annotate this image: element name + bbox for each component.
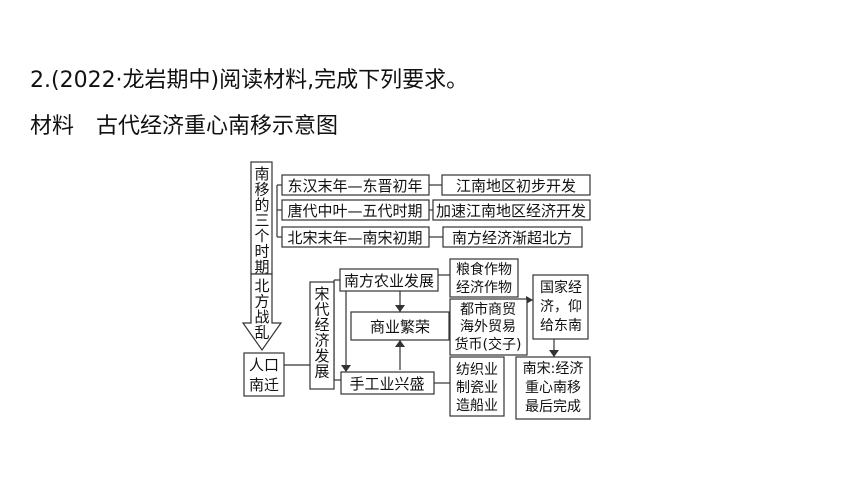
material-label: 材料 — [30, 114, 75, 139]
southern-song-line-3: 最后完成 — [525, 399, 581, 415]
southern-song-box — [515, 356, 591, 420]
state-economy-line-1: 国家经 — [540, 279, 582, 296]
period-box-3 — [281, 226, 430, 248]
result-box-1 — [441, 174, 591, 196]
period-label-1: 东汉末年—东晋初年 — [287, 177, 422, 195]
commerce-detail-1: 都市商贸 — [460, 301, 516, 318]
song-economy-label: 宋代经济发展 — [314, 285, 329, 381]
population-line-2: 南迁 — [249, 376, 279, 394]
result-box-3 — [442, 226, 583, 248]
northern-war-label: 北方战乱 — [254, 277, 269, 342]
population-line-1: 人口 — [249, 356, 279, 374]
southern-song-line-2: 重心南移 — [525, 380, 581, 396]
commerce-detail-box — [449, 298, 528, 356]
agriculture-label: 南方农业发展 — [344, 272, 434, 290]
song-economy-box — [309, 281, 335, 390]
state-economy-box — [532, 274, 589, 340]
commerce-box — [350, 311, 450, 341]
period-box-1 — [281, 174, 430, 196]
handicraft-box — [340, 371, 435, 395]
result-box-2 — [432, 199, 591, 221]
agriculture-detail-2: 经济作物 — [456, 280, 512, 296]
handicraft-label: 手工业兴盛 — [349, 375, 424, 393]
agriculture-detail-1: 粮食作物 — [456, 261, 512, 278]
result-label-3: 南方经济渐超北方 — [452, 229, 572, 247]
material-heading: 材料古代经济重心南移示意图 — [30, 116, 338, 138]
handicraft-detail-box — [449, 356, 505, 417]
period-label-2: 唐代中叶—五代时期 — [287, 202, 422, 220]
commerce-detail-2: 海外贸易 — [460, 319, 516, 335]
period-box-2 — [281, 199, 430, 221]
state-economy-line-2: 济，仰 — [540, 299, 582, 315]
result-label-2: 加速江南地区经济开发 — [436, 202, 586, 220]
handicraft-detail-3: 造船业 — [456, 398, 498, 414]
question-stem: 2.(2022·龙岩期中)阅读材料,完成下列要求。 — [30, 68, 469, 93]
three-periods-label: 南移的三个时期 — [254, 165, 269, 276]
southern-song-line-1: 南宋:经济 — [523, 361, 584, 377]
handicraft-detail-2: 制瓷业 — [456, 380, 498, 396]
handicraft-detail-1: 纺织业 — [456, 362, 498, 378]
population-box — [243, 352, 285, 397]
agriculture-detail-box — [449, 258, 519, 298]
commerce-label: 商业繁荣 — [370, 318, 430, 336]
result-label-1: 江南地区初步开发 — [456, 177, 576, 195]
agriculture-box — [339, 268, 439, 292]
period-label-3: 北宋末年—南宋初期 — [287, 229, 422, 247]
commerce-detail-3: 货币(交子) — [455, 336, 522, 353]
material-title: 古代经济重心南移示意图 — [96, 114, 339, 139]
state-economy-line-3: 给东南 — [540, 318, 582, 334]
southward-arrow — [241, 273, 283, 352]
